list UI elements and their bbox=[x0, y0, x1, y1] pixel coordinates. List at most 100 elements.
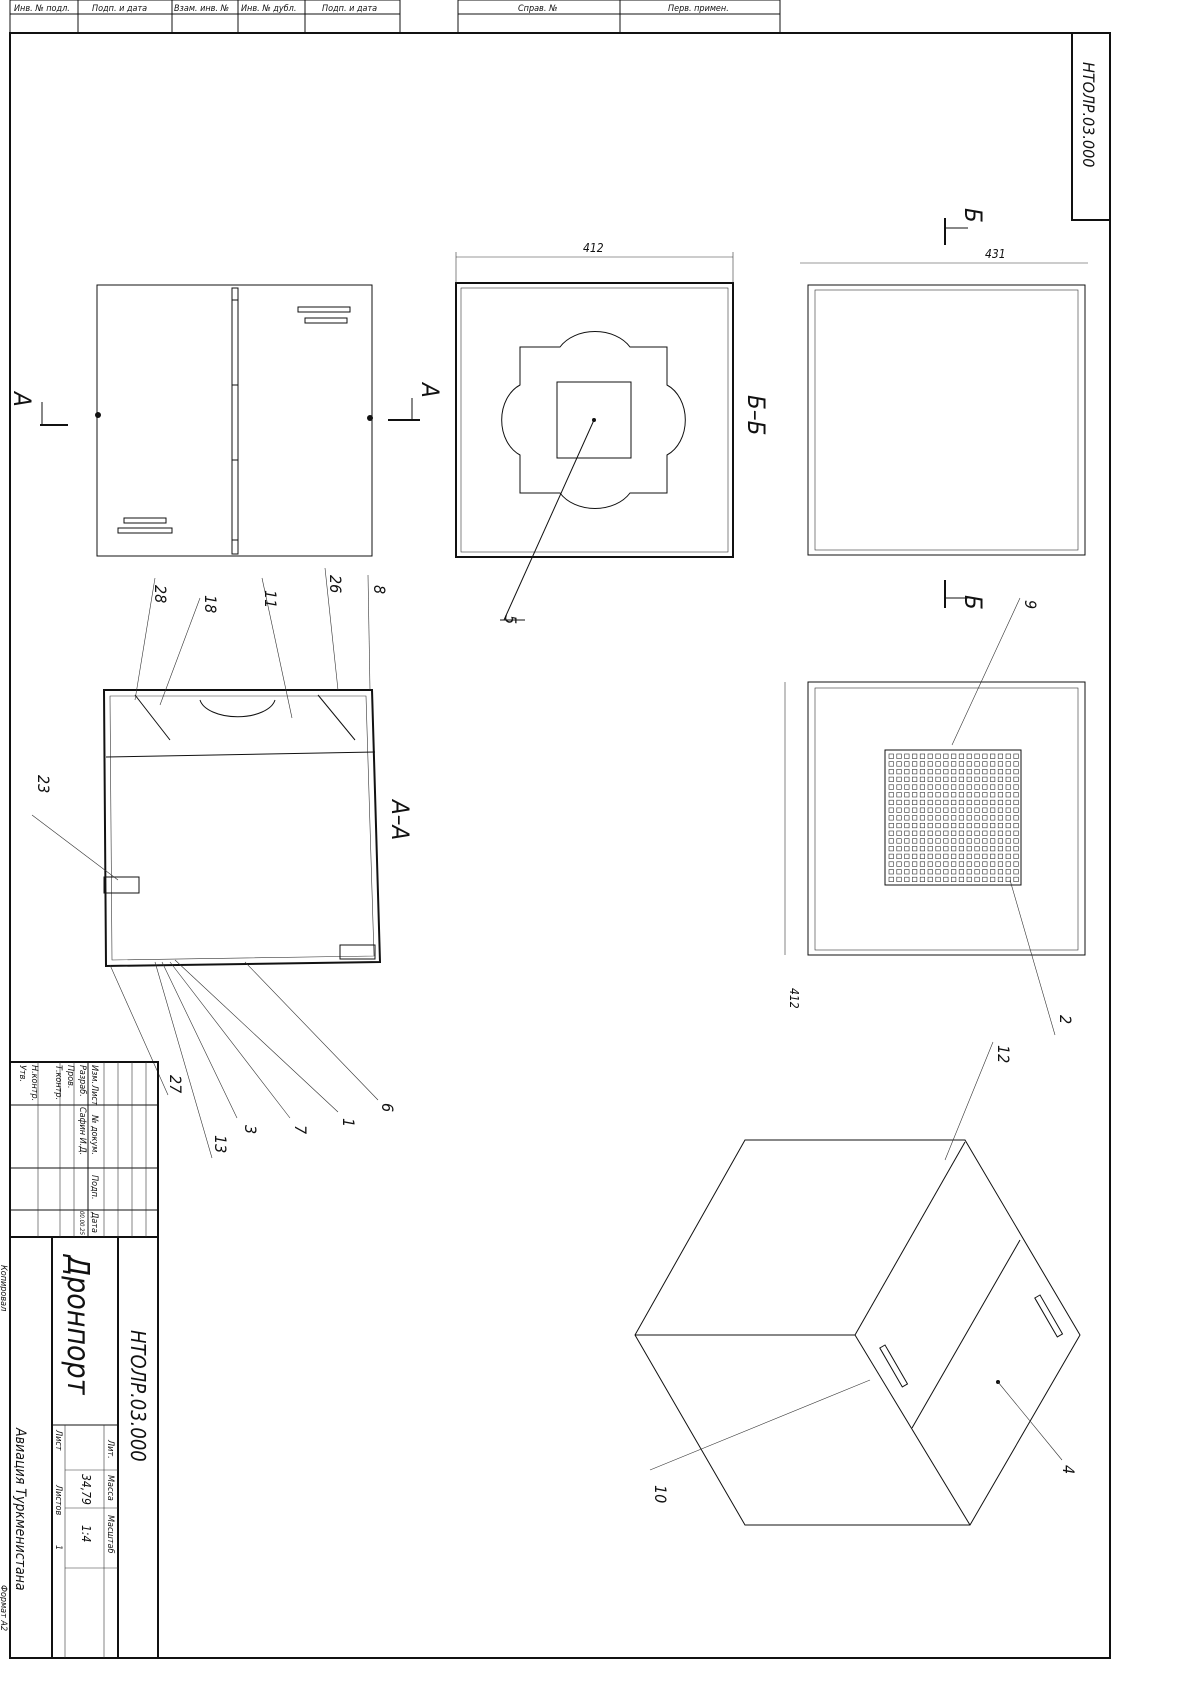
perforation-hole bbox=[888, 853, 894, 859]
perforation-hole bbox=[888, 784, 894, 790]
perforation-hole bbox=[990, 761, 996, 767]
perforation-hole bbox=[997, 869, 1004, 875]
title-code: НТОЛР.03.000 bbox=[126, 1330, 150, 1462]
perforation-hole bbox=[990, 753, 996, 759]
scale-value: 1:4 bbox=[79, 1525, 93, 1543]
perforation-hole bbox=[896, 792, 902, 798]
stamp-cell: Подп. и дата bbox=[322, 4, 377, 14]
perforation-hole bbox=[1005, 776, 1011, 782]
perforation-hole bbox=[1005, 753, 1011, 759]
perforation-hole bbox=[904, 807, 910, 813]
perforation-hole bbox=[927, 822, 933, 829]
perforated-grid bbox=[888, 753, 1019, 883]
section-aa-view: А–А bbox=[102, 689, 414, 968]
perforation-hole bbox=[966, 838, 972, 844]
perforation-hole bbox=[1013, 769, 1019, 775]
dimension-412: 412 bbox=[583, 241, 604, 255]
perforation-hole bbox=[912, 792, 918, 798]
side-view: 412 bbox=[784, 681, 1086, 1009]
stamp-cell: Инв. № дубл. bbox=[241, 4, 296, 14]
drawing-frame bbox=[9, 32, 1111, 1659]
perforation-hole bbox=[1005, 846, 1011, 852]
perforation-hole bbox=[927, 753, 933, 759]
perforation-hole bbox=[896, 853, 902, 859]
perforation-hole bbox=[904, 761, 910, 767]
perforation-hole bbox=[935, 876, 941, 883]
perforation-hole bbox=[997, 846, 1004, 852]
perforation-hole bbox=[1005, 861, 1011, 867]
perforation-hole bbox=[904, 769, 910, 775]
perforation-hole bbox=[958, 807, 965, 813]
perforation-hole bbox=[966, 753, 972, 759]
perforation-hole bbox=[935, 776, 941, 782]
perforation-hole bbox=[982, 838, 988, 844]
role-developer: Разраб. bbox=[77, 1065, 87, 1097]
perforation-hole bbox=[997, 853, 1004, 859]
callout-number: 12 bbox=[994, 1045, 1013, 1063]
header-list: Лист bbox=[89, 1084, 99, 1106]
perforation-hole bbox=[896, 776, 902, 782]
isometric-view bbox=[634, 1139, 1081, 1526]
perforation-hole bbox=[1005, 815, 1011, 821]
copied-label: Копировал bbox=[0, 1265, 8, 1311]
perforation-hole bbox=[982, 876, 988, 883]
perforation-hole bbox=[919, 861, 926, 867]
perforation-hole bbox=[958, 769, 965, 775]
perforation-hole bbox=[935, 799, 941, 806]
perforation-hole bbox=[958, 853, 965, 859]
perforation-hole bbox=[966, 846, 972, 852]
perforation-hole bbox=[1013, 830, 1019, 836]
perforation-hole bbox=[943, 776, 949, 782]
perforation-hole bbox=[958, 761, 965, 767]
callout-number: 2 bbox=[1056, 1015, 1075, 1024]
perforation-hole bbox=[943, 769, 949, 775]
perforation-hole bbox=[1013, 869, 1019, 875]
callout-number: 28 bbox=[151, 585, 170, 603]
perforation-hole bbox=[958, 792, 965, 798]
perforation-hole bbox=[927, 838, 933, 844]
perforation-hole bbox=[888, 815, 894, 821]
developer-name: Сафин И.Д. bbox=[77, 1107, 87, 1155]
perforation-hole bbox=[896, 761, 902, 767]
role-norm-control: Н.контр. bbox=[29, 1065, 39, 1101]
perforation-hole bbox=[958, 861, 965, 867]
perforation-hole bbox=[896, 876, 902, 883]
perforation-hole bbox=[982, 853, 988, 859]
sheets-label: Листов bbox=[53, 1484, 63, 1515]
perforation-hole bbox=[997, 761, 1004, 767]
perforation-hole bbox=[943, 838, 949, 844]
perforation-hole bbox=[1005, 807, 1011, 813]
perforation-hole bbox=[927, 853, 933, 859]
perforation-hole bbox=[927, 761, 933, 767]
perforation-hole bbox=[919, 761, 926, 767]
developer-date: 00.00.25 bbox=[78, 1211, 85, 1236]
perforation-hole bbox=[1013, 807, 1019, 813]
perforation-hole bbox=[904, 838, 910, 844]
stamp-cell: Подп. и дата bbox=[92, 4, 147, 14]
perforation-hole bbox=[896, 869, 902, 875]
callout-number: 10 bbox=[651, 1485, 670, 1503]
perforation-hole bbox=[974, 876, 980, 883]
stamp-cell: Взам. инв. № bbox=[174, 4, 230, 14]
perforation-hole bbox=[912, 838, 918, 844]
perforation-hole bbox=[966, 830, 972, 836]
stamp-cell: Инв. № подл. bbox=[14, 4, 70, 14]
perforation-hole bbox=[943, 815, 949, 821]
perforation-hole bbox=[974, 792, 980, 798]
perforation-hole bbox=[982, 807, 988, 813]
perforation-hole bbox=[997, 776, 1004, 782]
perforation-hole bbox=[974, 861, 980, 867]
perforation-hole bbox=[951, 869, 957, 875]
perforation-hole bbox=[982, 846, 988, 852]
perforation-hole bbox=[919, 822, 926, 829]
perforation-hole bbox=[896, 769, 902, 775]
sheets-value: 1 bbox=[53, 1545, 63, 1550]
perforation-hole bbox=[943, 799, 949, 806]
perforation-hole bbox=[974, 776, 980, 782]
perforation-hole bbox=[966, 776, 972, 782]
perforation-hole bbox=[966, 876, 972, 883]
perforation-hole bbox=[927, 784, 933, 790]
perforation-hole bbox=[888, 830, 894, 836]
perforation-hole bbox=[943, 807, 949, 813]
perforation-hole bbox=[990, 807, 996, 813]
